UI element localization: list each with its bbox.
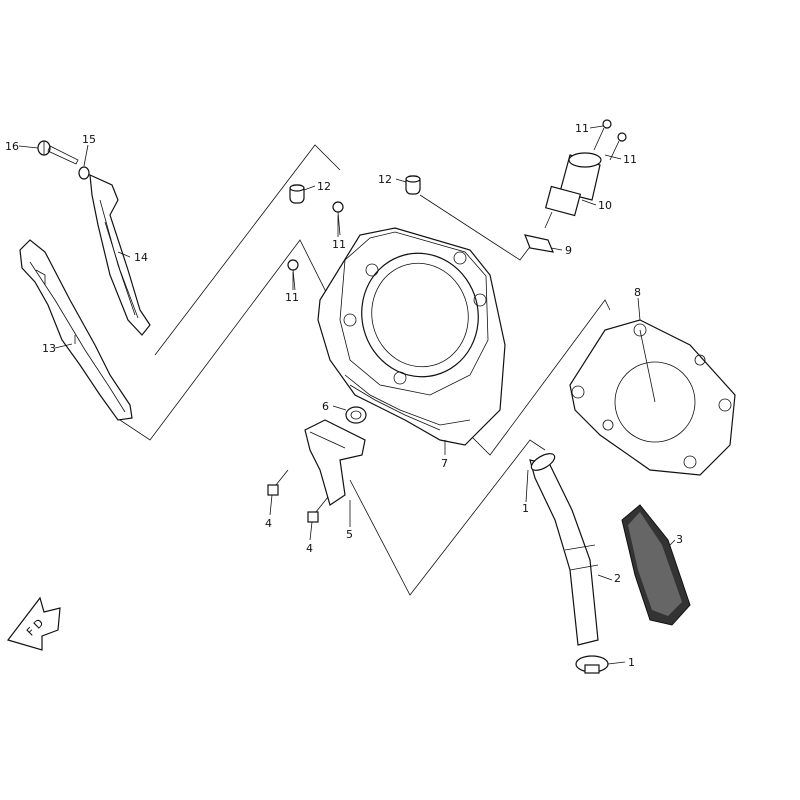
callout-8: 8 (634, 286, 641, 299)
callout-11-d: 11 (623, 153, 637, 166)
clamp-part-1-top (530, 453, 556, 471)
washer-part-15 (78, 166, 90, 180)
o-ring-part-6 (345, 406, 367, 424)
callout-12-right: 12 (378, 173, 392, 186)
chain-guide-part-13 (19, 239, 133, 421)
forward-direction-arrow: F D (6, 596, 61, 651)
callout-7: 7 (441, 457, 448, 470)
mesh-sleeve-part-3 (621, 504, 691, 626)
bolt-part-11-b (287, 259, 299, 291)
bolt-part-4-b (307, 496, 329, 523)
gasket-part-9 (524, 234, 554, 253)
dowel-pin-part-12-left (289, 184, 305, 204)
callout-1-bottom: 1 (628, 656, 635, 669)
callout-2: 2 (614, 572, 621, 585)
callout-4-a: 4 (265, 517, 272, 530)
intake-fitting-part-5 (304, 419, 366, 506)
callout-15: 15 (82, 133, 96, 146)
hose-part-2 (529, 459, 599, 646)
callout-9: 9 (565, 244, 572, 257)
callout-11-a: 11 (332, 238, 346, 251)
cylinder-block-part-7 (317, 227, 506, 446)
callout-14: 14 (134, 251, 148, 264)
zigzag-guide-line-lower (464, 299, 611, 456)
tensioner-guide-part-14 (89, 174, 151, 336)
leader-lines (18, 125, 676, 665)
dowel-pin-part-12-right (405, 175, 421, 195)
callout-1-top: 1 (522, 502, 529, 515)
callout-4-b: 4 (306, 542, 313, 555)
callout-3: 3 (676, 533, 683, 546)
callout-10: 10 (598, 199, 612, 212)
callout-13: 13 (42, 342, 56, 355)
bolt-part-11-c (593, 119, 612, 151)
zigzag-guide-line-upper (154, 144, 341, 356)
callout-12-left: 12 (317, 180, 331, 193)
tensioner-part-10 (544, 152, 602, 229)
callout-11-c: 11 (575, 122, 589, 135)
bolt-part-4-a (267, 469, 289, 496)
callout-6: 6 (322, 400, 329, 413)
callout-16: 16 (5, 140, 19, 153)
zigzag-guide-line-bottom (349, 439, 546, 596)
zigzag-guide-line-left (119, 239, 331, 441)
callout-5: 5 (346, 528, 353, 541)
callout-11-b: 11 (285, 291, 299, 304)
bolt-part-16 (37, 140, 79, 165)
clamp-part-1-bottom (575, 655, 609, 674)
head-gasket-part-8 (569, 319, 736, 476)
